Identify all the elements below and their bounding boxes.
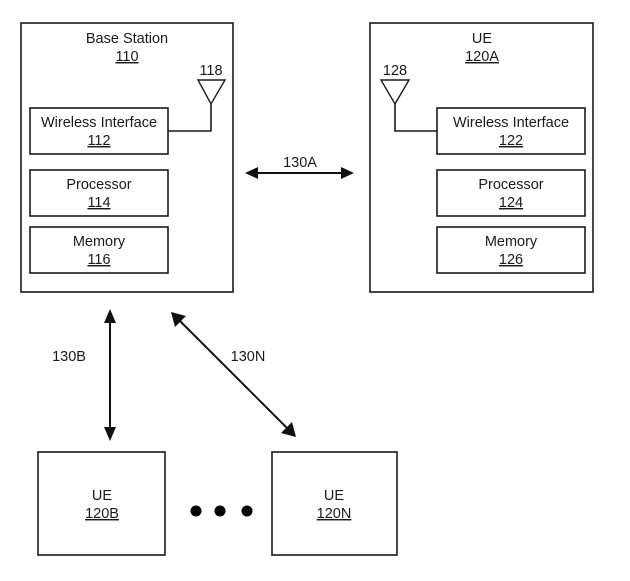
ue-processor-ref: 124 (499, 195, 523, 211)
ue-memory-box (436, 226, 586, 274)
ue-memory-block: Memory 126 (436, 226, 586, 274)
antenna-128-feed-line (394, 104, 437, 132)
antenna-128-shape (379, 79, 411, 106)
link-130n-arrow (171, 312, 296, 437)
bs-wireless-interface-label: Wireless Interface (41, 115, 157, 131)
base-station-title: Base Station (86, 31, 168, 47)
arrowhead-upleft-icon (171, 312, 186, 327)
ue-processor-block: Processor 124 (436, 169, 586, 217)
ellipsis-dot (241, 505, 253, 517)
ue-120n-box (271, 451, 398, 556)
ue-120n-ref: 120N (317, 506, 352, 522)
base-station-block: Base Station 110 118 Wireless Interface … (20, 22, 234, 293)
ue-120b-block: UE 120B (37, 451, 166, 556)
base-station-ref: 110 (115, 49, 138, 65)
ue-120a-title: UE (472, 31, 492, 47)
arrowhead-down-icon (104, 427, 116, 441)
arrowhead-right-icon (341, 167, 354, 179)
link-130b-label: 130B (52, 349, 86, 365)
bs-processor-label: Processor (66, 177, 131, 193)
antenna-icon (168, 79, 227, 132)
ue-wireless-interface-box (436, 107, 586, 155)
ue-memory-label: Memory (485, 234, 538, 250)
antenna-118-shape (196, 79, 227, 106)
bs-memory-box (29, 226, 169, 274)
bs-wireless-interface-box (29, 107, 169, 155)
arrowhead-up-icon (104, 309, 116, 323)
arrowhead-downright-icon (281, 422, 296, 437)
bs-processor-ref: 114 (87, 195, 110, 211)
ue-wireless-interface-label: Wireless Interface (453, 115, 569, 131)
antenna-ref: 118 (199, 63, 222, 79)
ue-120b-title: UE (92, 488, 112, 504)
ue-memory-ref: 126 (499, 252, 523, 268)
arrowhead-left-icon (245, 167, 258, 179)
bs-memory-block: Memory 116 (29, 226, 169, 274)
link-130a-arrow (245, 167, 354, 179)
bs-wireless-interface-ref: 112 (87, 133, 110, 149)
antenna-icon (379, 79, 437, 132)
ue-120b-ref: 120B (85, 506, 119, 522)
ellipsis-dot (190, 505, 202, 517)
bs-memory-ref: 116 (87, 252, 110, 268)
bs-processor-box (29, 169, 169, 217)
ue-120a-block: UE 120A 128 Wireless Interface 122 Proce… (369, 22, 594, 293)
link-130n-label: 130N (231, 349, 266, 365)
link-130b-arrow (104, 309, 116, 441)
ue-120a-ref: 120A (465, 49, 499, 65)
antenna-118-feed-line (168, 104, 212, 132)
link-130n-line (177, 318, 290, 431)
ue-wireless-interface-block: Wireless Interface 122 (436, 107, 586, 155)
ue-processor-box (436, 169, 586, 217)
ellipsis-dot (214, 505, 226, 517)
ue-processor-label: Processor (478, 177, 543, 193)
ue-120b-box (37, 451, 166, 556)
ue-120n-title: UE (324, 488, 344, 504)
ellipsis-icon (190, 505, 253, 517)
bs-memory-label: Memory (73, 234, 126, 250)
ue-antenna-ref: 128 (383, 63, 407, 79)
ue-120n-block: UE 120N (271, 451, 398, 556)
bs-processor-block: Processor 114 (29, 169, 169, 217)
link-130a-label: 130A (283, 155, 317, 171)
ue-wireless-interface-ref: 122 (499, 133, 523, 149)
bs-wireless-interface-block: Wireless Interface 112 (29, 107, 169, 155)
